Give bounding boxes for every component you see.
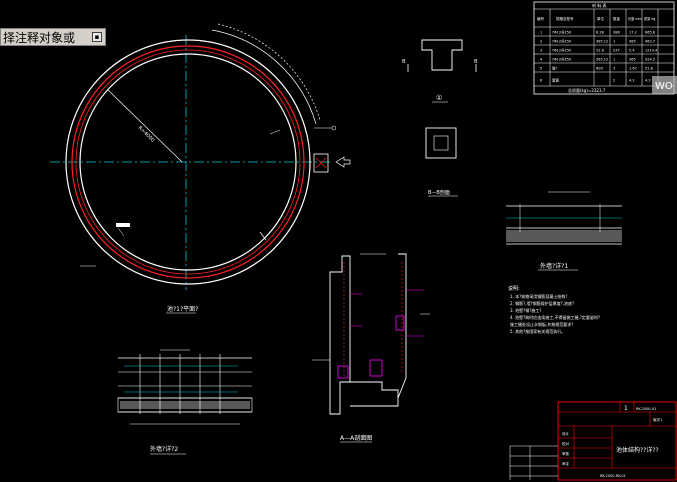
section-title: A—A剖面图 (340, 434, 372, 442)
table-cell: 385 (629, 40, 636, 44)
section-marker-1: ① (436, 94, 442, 102)
table-cell: 1 (613, 58, 615, 62)
header-no: 编号 (537, 16, 545, 21)
table-cell: 2 (540, 40, 542, 44)
table-title: 材 料 表 (592, 2, 607, 8)
table-cell: 5 (540, 67, 542, 71)
table-cell: 237 (613, 49, 620, 53)
watermark-badge: WO (652, 76, 677, 94)
tb-row-design: 设计 (562, 431, 570, 436)
tank-rebar-outer (71, 45, 305, 279)
table-cell: 365.12 (596, 58, 608, 62)
watermark-text: WO (655, 81, 673, 92)
note-5: 5. 其他?按国家有关规范执行。 (510, 328, 565, 334)
inlet-arrow (335, 156, 351, 168)
table-cell: 1 (540, 31, 542, 35)
detail-2-title: 外墙?详?2 (150, 445, 178, 453)
note-2: 2. 钢筋?,墙?钢筋保护层厚度?,池底? (510, 300, 574, 306)
table-cell: 22.8 (596, 49, 604, 53)
command-prompt-text: 择注释对象或 (3, 30, 76, 45)
table-cell: 1.67 (629, 67, 637, 71)
design-notes: 说明: 1. 本?筑物采用钢筋混凝土结构? 2. 钢筋?,墙?钢筋保护层厚度?,… (508, 285, 600, 334)
note-4: 4. 池壁?筑时应连续施工,不得留施工缝,?定要留时? (510, 314, 600, 320)
table-cell: ?Φ12@150 (552, 58, 571, 62)
table-cell: 51.8 (645, 67, 653, 71)
wall-detail-1: 外墙?详?1 (506, 191, 622, 271)
header-unit: 单位 (597, 16, 605, 21)
wall-detail-2: 外墙?详?2 (117, 349, 253, 455)
inlet-pipe (313, 153, 329, 173)
note-3: 3. 池壁?钢?施工? (510, 307, 541, 313)
tank-rebar-inner (75, 49, 301, 275)
table-cell: ?Φ12@150 (552, 31, 571, 35)
sheet-number: 1 (624, 405, 628, 412)
material-table: 材 料 表 编号 规格及型号 单位 数量 长度 mm 质量 kg 1 ?Φ12@1… (533, 1, 675, 95)
table-cell: Φ20 (596, 67, 603, 71)
tank-inner-wall (79, 53, 297, 271)
command-prompt[interactable]: 择注释对象或 ▪ (0, 28, 106, 46)
table-cell: 1 (613, 40, 615, 44)
plan-title: 池?1?平面? (167, 305, 198, 313)
tb-footer: RK-2000-RK-01 (600, 474, 626, 478)
section-a-a: A—A剖面图 (312, 253, 430, 443)
tank-plan: R=4000 池?1?平面? (50, 23, 351, 314)
table-cell: 386 (613, 31, 620, 35)
table-cell: 6.28 (596, 31, 604, 35)
table-cell: 套管 (552, 78, 560, 83)
revision: 版次1 (653, 417, 662, 422)
header-mass: 质量 kg (644, 16, 655, 21)
table-cell: 385.12 (596, 40, 608, 44)
table-cell: 324.2 (645, 58, 655, 62)
radius-label: R=4000 (137, 125, 156, 143)
table-cell: ?Φ12@150 (552, 40, 571, 44)
table-cell: 2 (613, 79, 615, 83)
notes-heading: 说明: (508, 285, 520, 292)
table-cell: 665.8 (645, 31, 655, 35)
detail-1-title: 外墙?详?1 (540, 262, 568, 270)
table-total: 总质量(kg)=2323.7 (568, 87, 606, 93)
tank-outer-wall (65, 39, 311, 285)
note-4-cont: 施工缝处设止水钢板,并按规范要求? (510, 321, 573, 327)
table-cell: 1214.4 (645, 49, 658, 53)
section-b-title: B—B剖面 (428, 189, 450, 196)
table-cell: 365 (629, 58, 636, 62)
header-length: 长度 mm (628, 16, 642, 21)
b-marker-right: B (474, 59, 478, 65)
sheet-code: RK-2000-01 (636, 407, 656, 411)
drawing-title: 池体结构??详?? (616, 446, 659, 454)
table-cell: 17.2 (629, 31, 637, 35)
header-spec: 规格及型号 (556, 16, 574, 21)
table-cell: 4 (540, 58, 543, 62)
table-cell: 4.2 (629, 79, 635, 83)
table-cell: ?Φ12@150 (552, 49, 571, 53)
prompt-dropdown-icon[interactable]: ▪ (92, 32, 102, 42)
table-cell: 4.2 (645, 79, 651, 83)
table-cell: 6 (540, 79, 542, 83)
header-qty: 数量 (613, 16, 621, 21)
b-marker-left: B (402, 59, 406, 65)
radius-dimension-line (107, 89, 183, 163)
outer-walkway-arc-inner (211, 29, 317, 125)
tb-row-check: 校对 (562, 441, 570, 446)
outer-walkway-arc (217, 23, 321, 121)
table-cell: 3 (540, 49, 542, 53)
table-cell: 管? (552, 66, 558, 71)
tb-row-review: 审核 (562, 451, 570, 456)
table-cell: 3 (613, 67, 615, 71)
table-cell: 5.4 (629, 49, 635, 53)
title-block: 1 RK-2000-01 版次1 池体结构??详?? 设计 校对 审核 审定 R… (509, 401, 677, 481)
section-1-detail: B B ① B—B剖面 (402, 39, 478, 197)
note-1: 1. 本?筑物采用钢筋混凝土结构? (510, 293, 567, 299)
table-cell: 463.7 (645, 40, 655, 44)
tb-row-approve: 审定 (562, 461, 570, 466)
